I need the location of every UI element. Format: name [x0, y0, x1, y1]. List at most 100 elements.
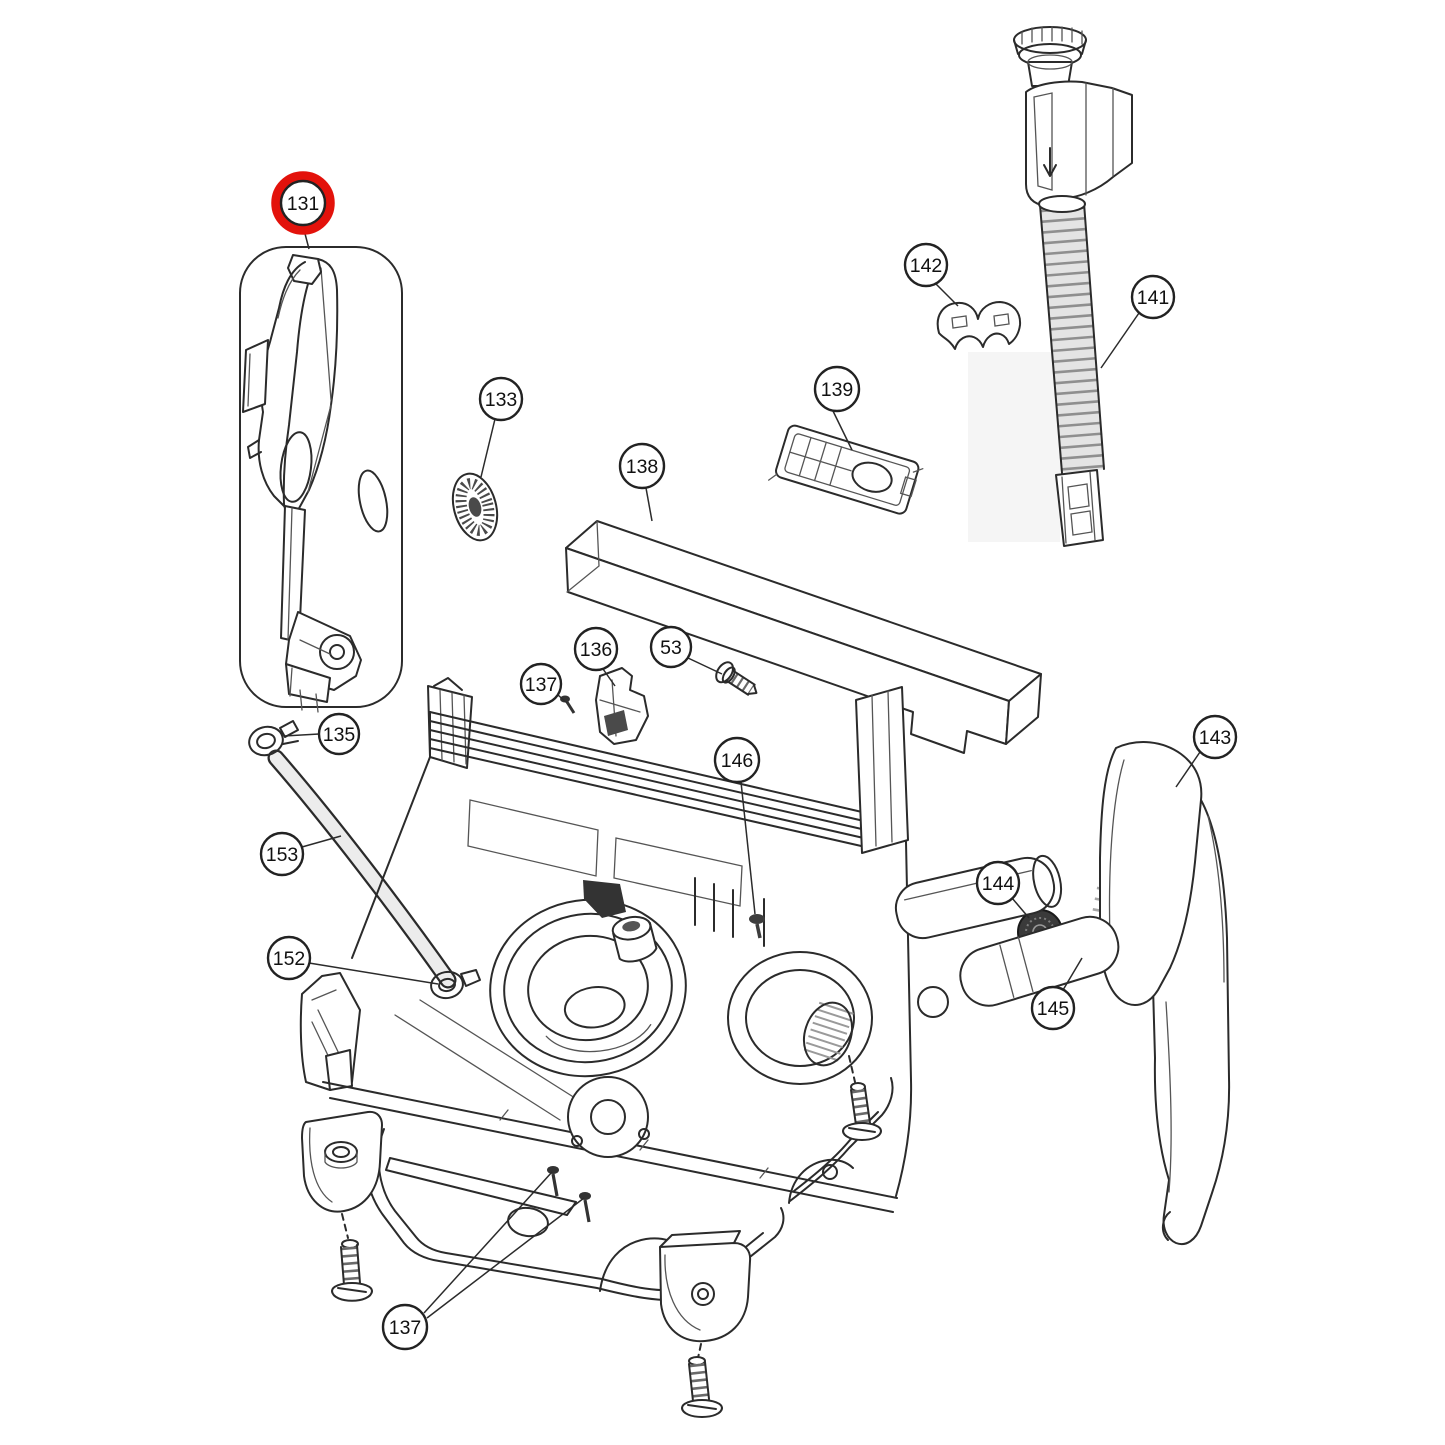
drawing-stroke: [687, 1404, 717, 1410]
drawing-stroke: [279, 431, 313, 503]
callout-144[interactable]: 144: [975, 860, 1030, 919]
drawing-stroke: [664, 1254, 701, 1331]
part-146-screw: [749, 914, 765, 939]
foot-screw-middle: [681, 1356, 723, 1418]
callout-142[interactable]: 142: [903, 242, 959, 307]
callout-138[interactable]: 138: [618, 442, 666, 522]
drawing-stroke: [1039, 202, 1105, 474]
drawing-stroke: [329, 644, 345, 660]
leader-line: [645, 487, 653, 522]
callout-number: 139: [821, 379, 854, 401]
callout-139[interactable]: 139: [813, 365, 861, 451]
drawing-stroke: [363, 1120, 785, 1302]
callout-146[interactable]: 146: [713, 736, 761, 915]
leader-line: [283, 733, 320, 737]
callout-137-bottom[interactable]: 137: [381, 1171, 585, 1351]
callout-135[interactable]: 135: [283, 712, 361, 756]
drawing-stroke: [285, 663, 331, 703]
part-131-oring: [357, 469, 389, 533]
callout-number: 131: [287, 193, 320, 215]
callout-circle: [259, 831, 305, 877]
drawing-stroke: [565, 701, 576, 714]
drawing-stroke: [802, 1001, 854, 1067]
pan-screw-137-a: [547, 1166, 559, 1197]
callout-circle: [519, 662, 563, 706]
drawing-stroke: [604, 710, 628, 736]
drawing-stroke: [1067, 483, 1093, 536]
stipple-watermark: [968, 352, 1060, 542]
callout-number: 141: [1137, 287, 1170, 309]
callout-circle: [713, 736, 761, 784]
drawing-stroke: [851, 1088, 870, 1126]
assembly-axis-dashed: [341, 1213, 349, 1239]
drawing-stroke: [340, 1244, 361, 1286]
callout-circle: [649, 625, 693, 669]
callout-137-top[interactable]: 137: [519, 662, 568, 706]
drawing-stroke: [289, 667, 319, 713]
drawing-stroke: [1013, 39, 1087, 55]
drawing-stroke: [307, 267, 332, 493]
drawing-stroke: [287, 507, 293, 641]
part-152-hose-clamp: [430, 969, 481, 1000]
callout-number: 146: [721, 750, 754, 772]
drawing-stroke: [694, 877, 765, 947]
callout-circle: [903, 242, 949, 288]
drawing-stroke: [590, 1099, 626, 1135]
foot-screw-left: [331, 1239, 373, 1302]
leader-line: [308, 962, 439, 985]
drawing-stroke: [325, 1049, 353, 1091]
drawing-stroke: [248, 725, 284, 757]
callout-131[interactable]: 131: [271, 171, 335, 250]
drawing-stroke: [468, 497, 482, 517]
drawing-stroke: [571, 1135, 583, 1147]
callout-136[interactable]: 136: [573, 626, 619, 687]
callout-number: 138: [626, 456, 659, 478]
callout-number: 142: [910, 255, 943, 277]
drawing-stroke: [563, 986, 626, 1029]
drawing-stroke: [279, 720, 299, 738]
callout-141[interactable]: 141: [1100, 274, 1176, 369]
callout-53[interactable]: 53: [649, 625, 723, 675]
drawing-stroke: [768, 468, 924, 481]
callout-143[interactable]: 143: [1175, 714, 1238, 788]
drawing-stroke: [433, 677, 463, 691]
drawing-stroke: [999, 936, 1034, 998]
callout-circle: [266, 935, 312, 981]
drain-pump: [567, 1076, 650, 1158]
base-pan-assembly: [299, 677, 1120, 1216]
drawing-stroke: [337, 1287, 367, 1293]
part-131-outline-box: [239, 246, 403, 708]
drawing-stroke: [256, 732, 276, 750]
drawing-stroke: [1061, 471, 1096, 544]
drawing-stroke: [551, 1173, 559, 1197]
callout-circle: [1030, 985, 1076, 1031]
drawing-stroke: [560, 695, 570, 703]
callout-153[interactable]: 153: [259, 831, 342, 877]
drawing-stroke: [351, 756, 913, 1197]
drawing-stroke: [789, 1077, 894, 1202]
drawing-stroke: [1021, 26, 1083, 45]
drawing-stroke: [951, 313, 1010, 329]
callout-circle: [1130, 274, 1176, 320]
leader-line: [1011, 897, 1030, 919]
callout-number: 135: [323, 724, 356, 746]
drawing-stroke: [319, 634, 355, 670]
leader-line: [832, 410, 853, 451]
leader-line: [1062, 957, 1083, 991]
callout-circle: [317, 712, 361, 756]
leader-line: [1175, 751, 1201, 788]
callout-145[interactable]: 145: [1030, 957, 1083, 1031]
drawing-stroke: [394, 999, 576, 1121]
callout-number: 137: [389, 1317, 422, 1339]
drawing-stroke: [689, 1363, 709, 1401]
foot-screw-right: [842, 1082, 882, 1141]
callout-number: 152: [273, 948, 306, 970]
callout-152[interactable]: 152: [266, 935, 439, 985]
drawing-stroke: [788, 1158, 854, 1204]
callout-133[interactable]: 133: [478, 376, 524, 478]
leader-line: [301, 835, 342, 848]
leader-line: [557, 694, 568, 704]
assembly-axis-dashed: [848, 1055, 856, 1083]
drawing-stroke: [688, 1361, 710, 1402]
